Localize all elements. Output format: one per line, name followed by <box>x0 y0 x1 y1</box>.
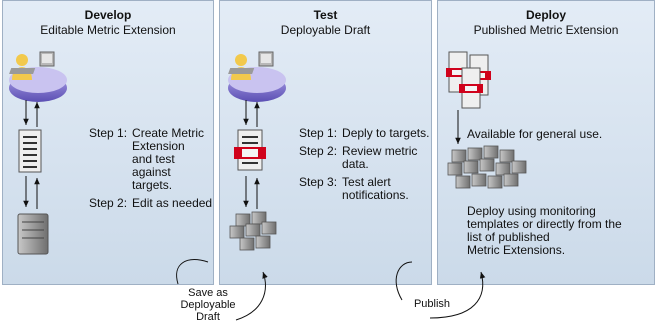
save-label-line-1: Save as <box>188 287 228 299</box>
test-step-3: Step 3: Test alert notifications. <box>299 171 431 202</box>
develop-step-1-line-1: Create Metric <box>132 126 205 140</box>
metric-document-icon <box>18 129 42 173</box>
deploy-panel: Deploy Published Metric Extension Availa… <box>437 0 655 285</box>
test-step-1-text: Deply to targets. <box>342 126 430 140</box>
test-step-3-line-1: Test alert <box>342 175 391 189</box>
server-tower-icon <box>17 213 49 255</box>
test-step-2-number: Step 2: <box>299 144 338 158</box>
save-as-draft-label: Save as Deployable Draft <box>178 287 238 323</box>
develop-step-1-line-2: Extension <box>132 139 185 153</box>
test-steps: Step 1: Deply to targets. Step 2: Review… <box>299 127 431 202</box>
publish-loop-connector <box>395 261 413 301</box>
develop-step-1-line-4: targets. <box>132 178 173 192</box>
deploy-description-line-1: Deploy using monitoring <box>467 204 596 218</box>
published-documents-icon <box>446 51 491 109</box>
save-label-line-2: Deployable <box>180 299 236 311</box>
develop-step-1: Step 1: Create Metric Extension and test… <box>89 127 213 192</box>
test-step-2-text: Review metric data. <box>342 144 418 171</box>
deploy-description-line-2: templates or directly from the <box>467 217 622 231</box>
deploy-description-line-4: Metric Extensions. <box>467 243 566 257</box>
deploy-description-line-3: list of published <box>467 230 550 244</box>
developer-workstation-icon <box>9 51 67 102</box>
save-label-line-3: Draft <box>196 311 220 323</box>
publish-label: Publish <box>413 298 451 310</box>
deploy-available-text: Available for general use. <box>467 127 603 141</box>
develop-step-2-text: Edit as needed <box>132 196 213 210</box>
deploy-subtitle: Published Metric Extension <box>473 23 619 37</box>
save-loop-connector <box>176 259 209 285</box>
develop-step-1-number: Step 1: <box>89 126 128 140</box>
draft-document-icon <box>234 129 266 171</box>
deploy-description: Deploy using monitoring templates or dir… <box>467 205 622 257</box>
server-cluster-large-icon <box>447 145 527 189</box>
test-step-2: Step 2: Review metric data. <box>299 140 431 171</box>
develop-step-2-number: Step 2: <box>89 196 128 210</box>
tester-workstation-icon <box>228 51 286 102</box>
test-step-1-number: Step 1: <box>299 126 338 140</box>
deploy-title: Deploy <box>525 8 566 22</box>
develop-title: Develop <box>84 8 132 22</box>
test-step-3-number: Step 3: <box>299 175 338 189</box>
save-loop-arrow-icon <box>235 271 268 321</box>
develop-steps: Step 1: Create Metric Extension and test… <box>89 127 213 210</box>
publish-loop-arrow-icon <box>429 271 486 319</box>
test-subtitle: Deployable Draft <box>280 23 371 37</box>
develop-step-1-line-3: and test against <box>132 152 175 179</box>
test-step-1: Step 1: Deply to targets. <box>299 127 431 140</box>
test-step-3-line-2: notifications. <box>342 188 409 202</box>
develop-step-2: Step 2: Edit as needed <box>89 192 213 210</box>
test-title: Test <box>313 8 338 22</box>
server-cluster-icon <box>229 211 277 251</box>
develop-subtitle: Editable Metric Extension <box>40 23 176 37</box>
